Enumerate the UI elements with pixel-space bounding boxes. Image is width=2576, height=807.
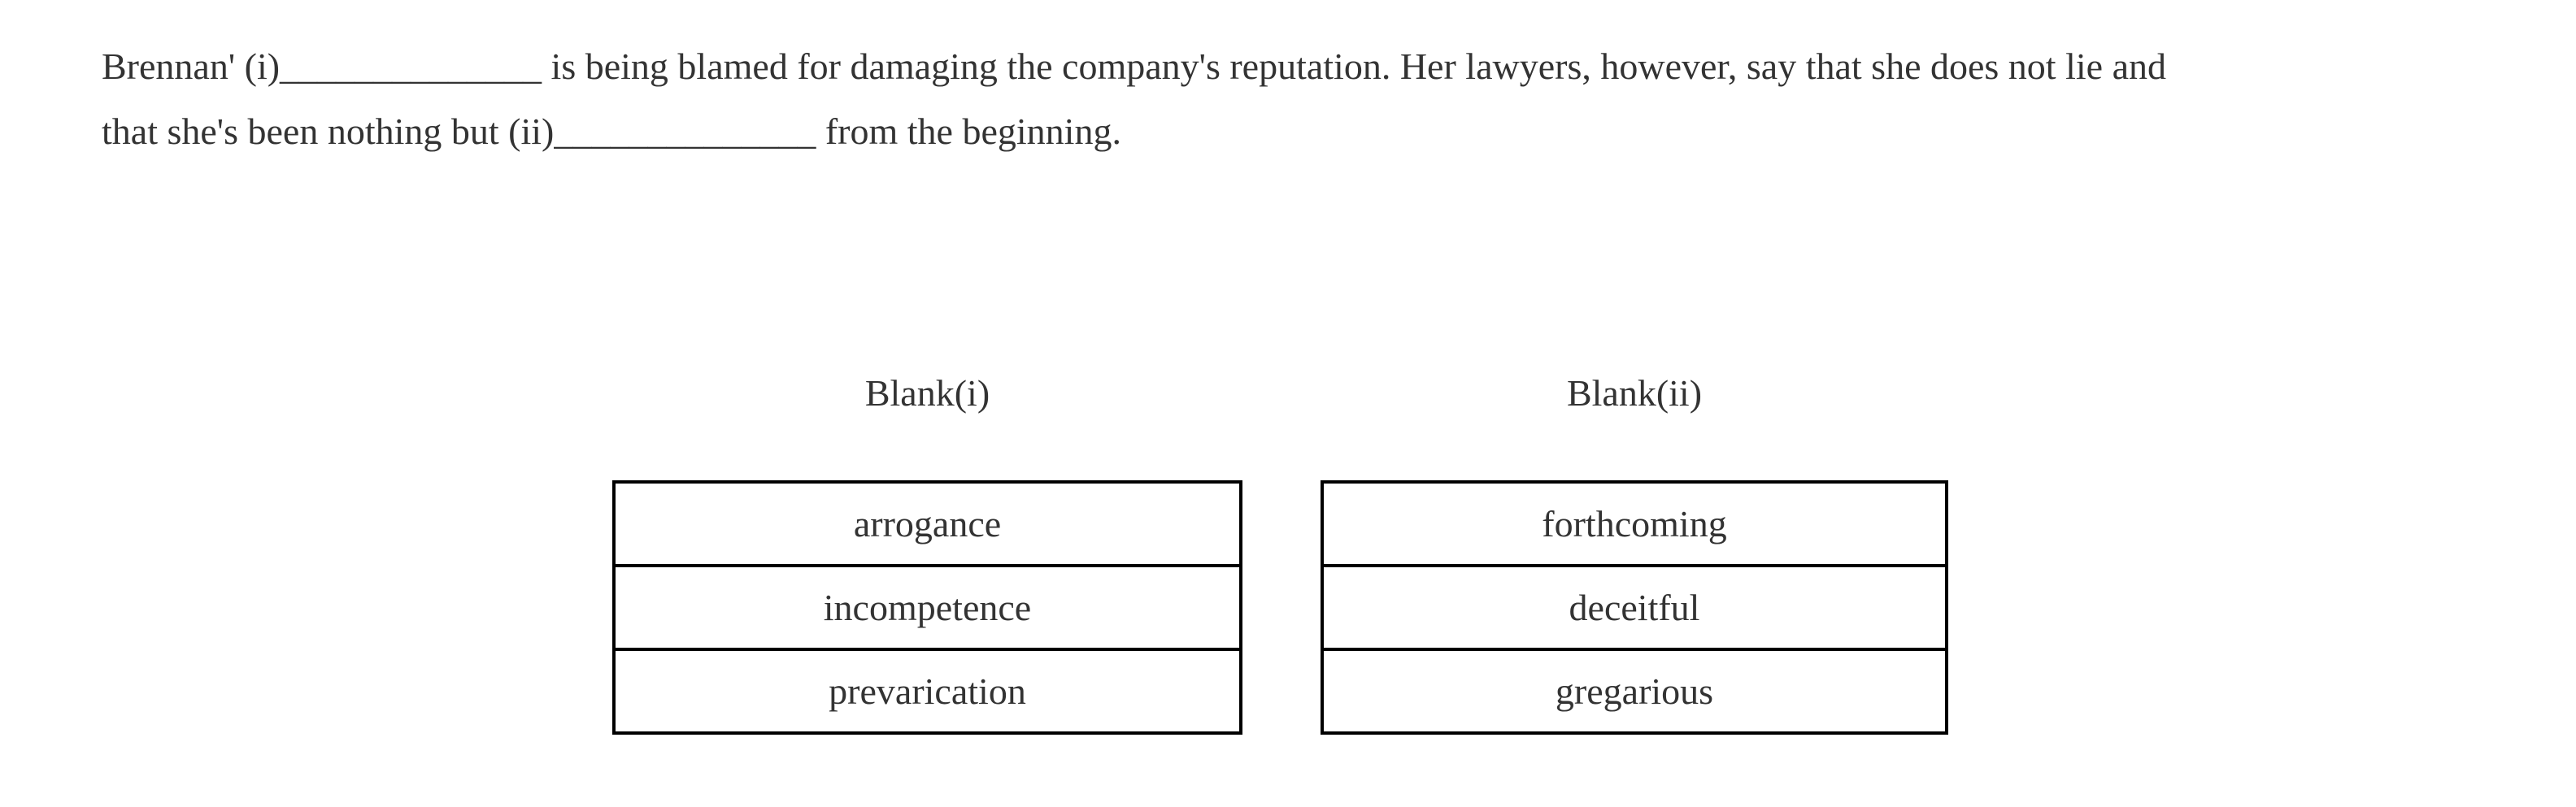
blank-i-option-incompetence[interactable]: incompetence xyxy=(616,564,1239,648)
question-line-2: that she's been nothing but (ii)________… xyxy=(102,111,1121,152)
blank-ii-option-deceitful[interactable]: deceitful xyxy=(1324,564,1945,648)
question-text: Brennan' (i)______________ is being blam… xyxy=(102,34,2509,164)
blank-i-option-arrogance[interactable]: arrogance xyxy=(853,503,1002,545)
blank-i-header: Blank(i) xyxy=(864,372,990,414)
blank-ii-options-table: forthcoming deceitful gregarious xyxy=(1321,480,1948,735)
blank-ii-header: Blank(ii) xyxy=(1566,372,1703,414)
blank-ii-option-gregarious[interactable]: gregarious xyxy=(1324,648,1945,731)
blank-i-option-prevarication[interactable]: prevarication xyxy=(616,648,1239,731)
blank-ii-option-forthcoming[interactable]: forthcoming xyxy=(1542,503,1727,545)
blank-i-options-table: arrogance incompetence prevarication xyxy=(612,480,1242,735)
question-line-1: Brennan' (i)______________ is being blam… xyxy=(102,46,2166,87)
